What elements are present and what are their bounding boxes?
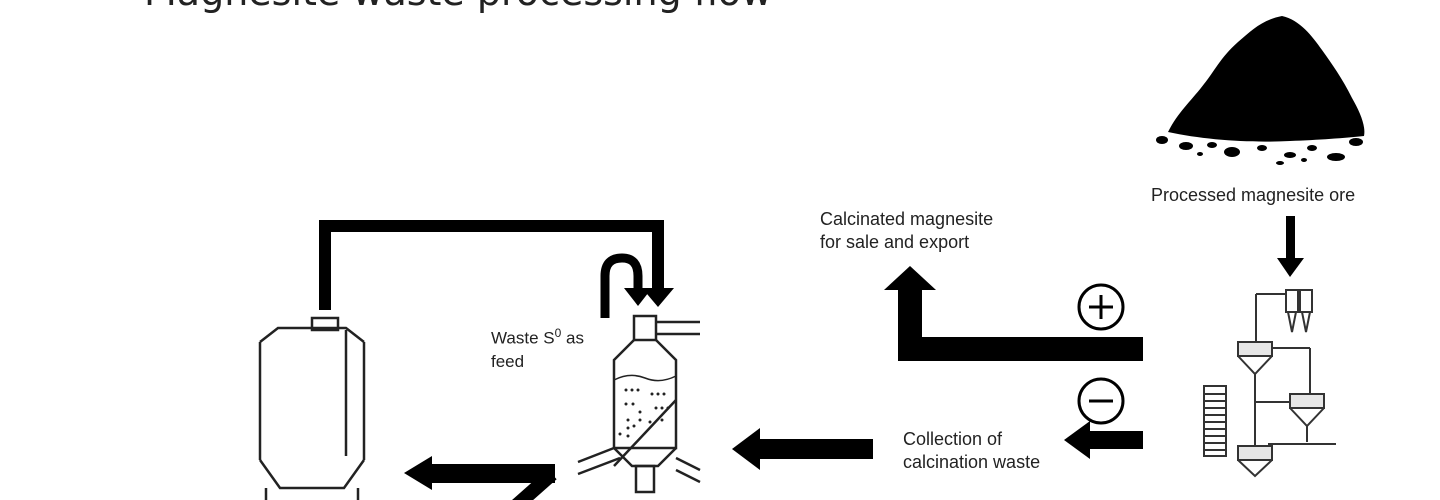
product-label: Calcinated magnesite for sale and export bbox=[820, 208, 993, 254]
plus-sign-icon bbox=[1077, 283, 1125, 331]
minus-sign-icon bbox=[1077, 377, 1125, 425]
storage-tank-icon bbox=[258, 316, 366, 500]
ore-label: Processed magnesite ore bbox=[1151, 185, 1356, 205]
product-arrow bbox=[884, 266, 1143, 361]
waste-label-line2: calcination waste bbox=[903, 452, 1041, 472]
ore-to-plant-arrow bbox=[1277, 216, 1304, 277]
feed-label-line1: Waste S0 as bbox=[491, 326, 584, 348]
waste-label-line1: Collection of bbox=[903, 429, 1003, 449]
waste-collection-label: Collection of calcination waste bbox=[903, 428, 1040, 474]
reactor-to-tank-arrow bbox=[404, 456, 557, 500]
waste-collection-arrow bbox=[1064, 421, 1143, 459]
feed-label: Waste S0 as feed bbox=[491, 322, 584, 373]
page-title: Magnesite waste processing flow bbox=[144, 0, 772, 14]
product-label-line2: for sale and export bbox=[820, 232, 970, 252]
feed-label-line2: feed bbox=[491, 351, 525, 371]
ore-pile-icon bbox=[1156, 16, 1365, 165]
waste-to-reactor-arrow bbox=[732, 428, 873, 470]
reactor-vessel-icon bbox=[577, 314, 701, 494]
recycle-loop-arrow bbox=[319, 220, 674, 310]
feed-hook-arrow bbox=[600, 253, 652, 318]
processing-plant-icon bbox=[1203, 289, 1336, 478]
product-label-line1: Calcinated magnesite bbox=[820, 209, 994, 229]
